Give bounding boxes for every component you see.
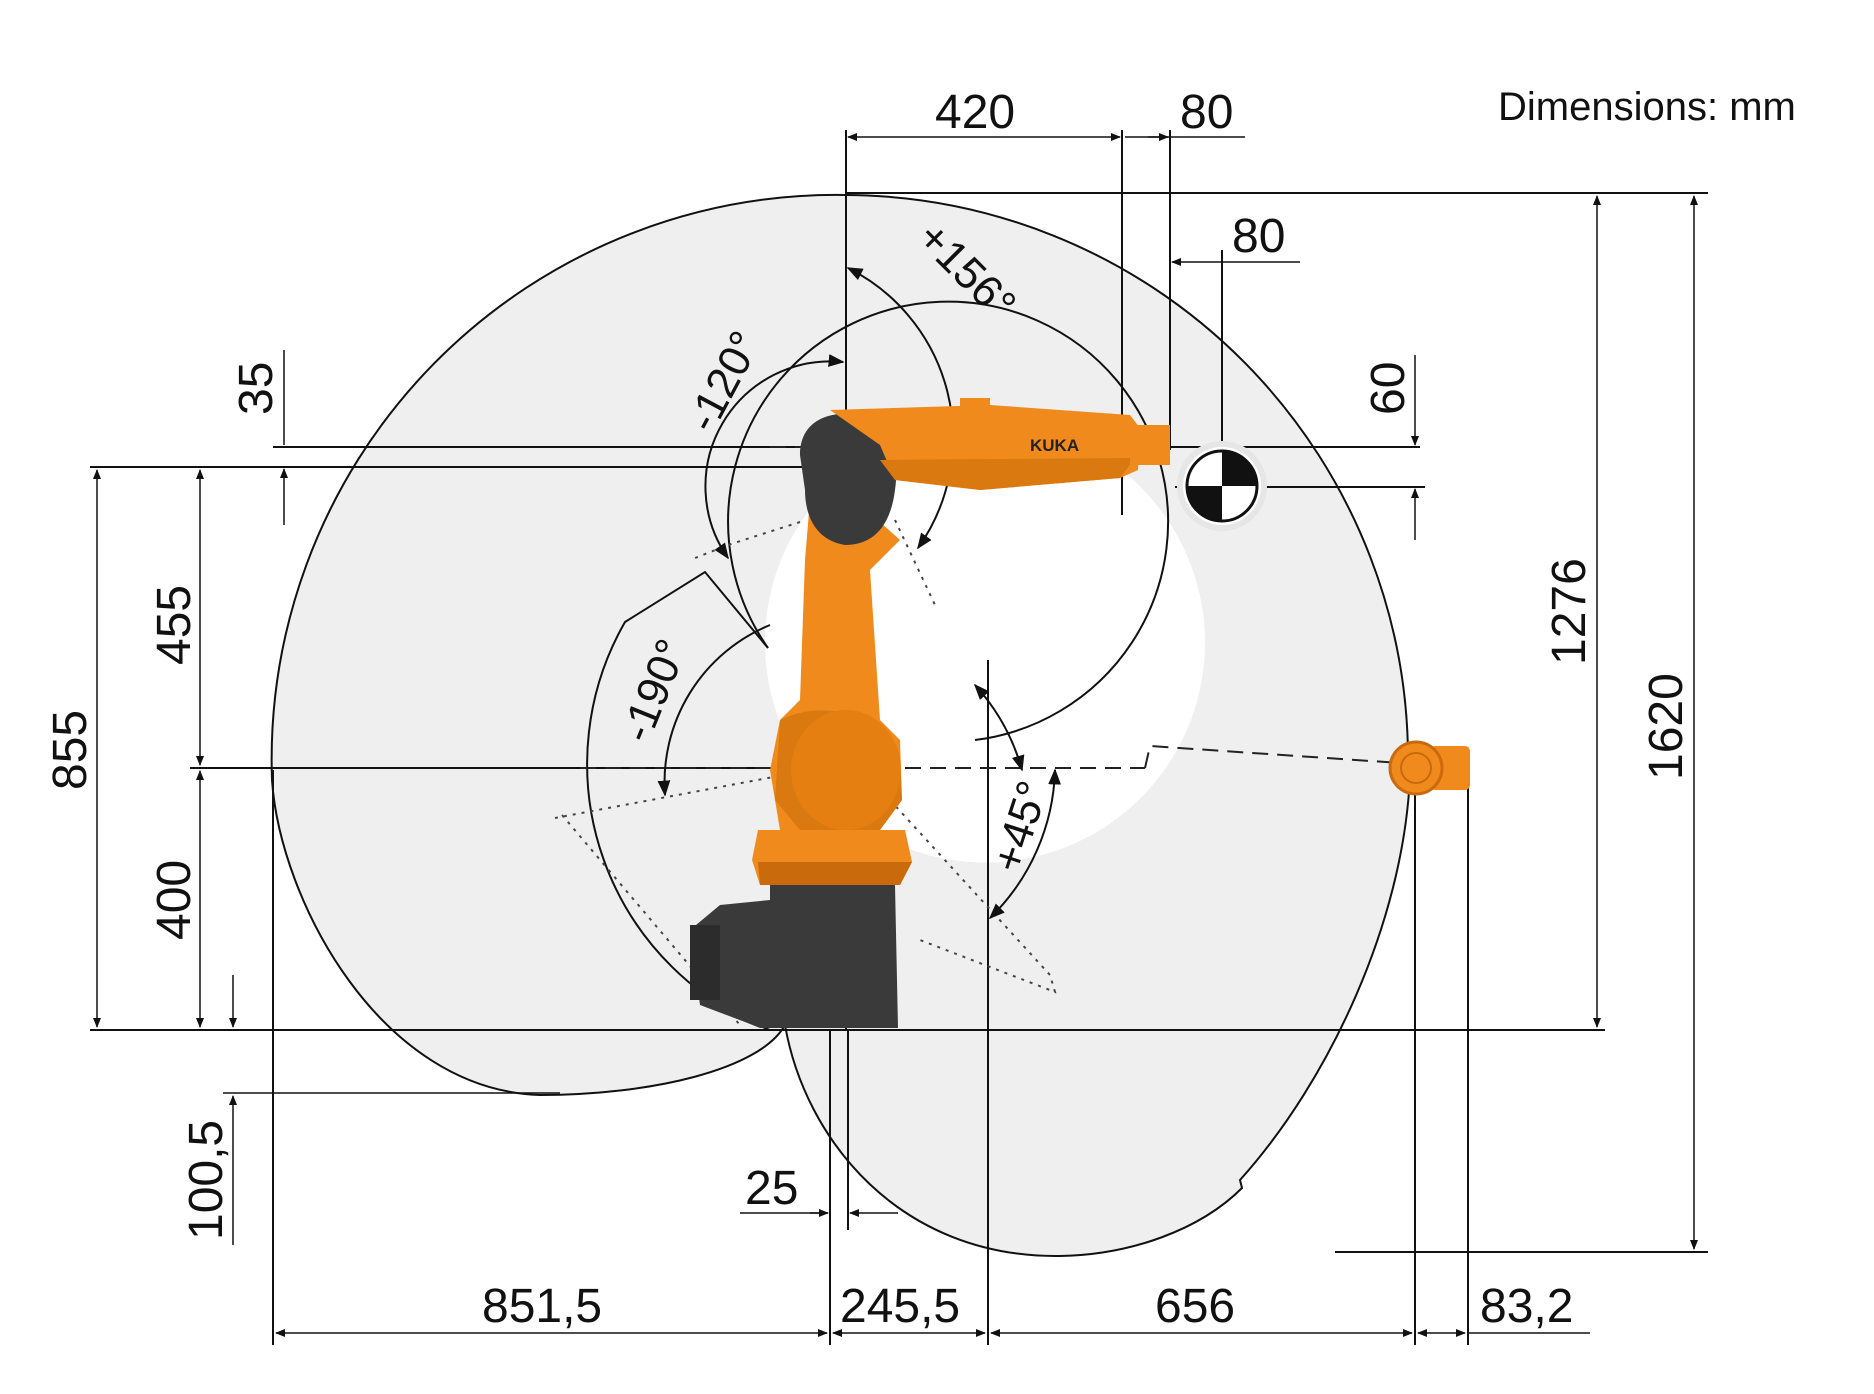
dim-656: 656 (1155, 1280, 1235, 1333)
dim-80-top: 80 (1180, 86, 1233, 139)
robot-shoulder (791, 710, 901, 830)
dim-400: 400 (148, 860, 201, 940)
dim-455: 455 (148, 585, 201, 665)
dim-60: 60 (1362, 362, 1415, 415)
dim-80-flange: 80 (1232, 210, 1285, 263)
brand-logo: KUKA (1030, 436, 1079, 455)
robot-arm: KUKA (690, 398, 1170, 1028)
dim-100-5: 100,5 (180, 1120, 233, 1240)
units-label: Dimensions: mm (1498, 85, 1796, 129)
dim-851-5: 851,5 (482, 1280, 602, 1333)
tcp-marker (1177, 441, 1267, 531)
motion-traces (554, 519, 1057, 1026)
dim-245-5: 245,5 (840, 1280, 960, 1333)
dim-855: 855 (44, 710, 97, 790)
dim-83-2: 83,2 (1480, 1280, 1573, 1333)
angle-arcs (657, 267, 1061, 920)
dim-1276: 1276 (1543, 558, 1596, 665)
dim-35: 35 (230, 362, 283, 415)
dimension-labels: Dimensions: mm 420 80 80 35 60 855 455 4… (44, 85, 1796, 1333)
robot-base (690, 885, 898, 1028)
robot-flange-at-max-reach (1388, 740, 1470, 796)
dim-1620: 1620 (1640, 673, 1693, 780)
dim-420: 420 (935, 86, 1015, 139)
dim-25: 25 (745, 1162, 798, 1215)
dimension-lines (93, 133, 1698, 1337)
robot-elbow (800, 413, 897, 545)
robot-wrist (1130, 425, 1170, 465)
